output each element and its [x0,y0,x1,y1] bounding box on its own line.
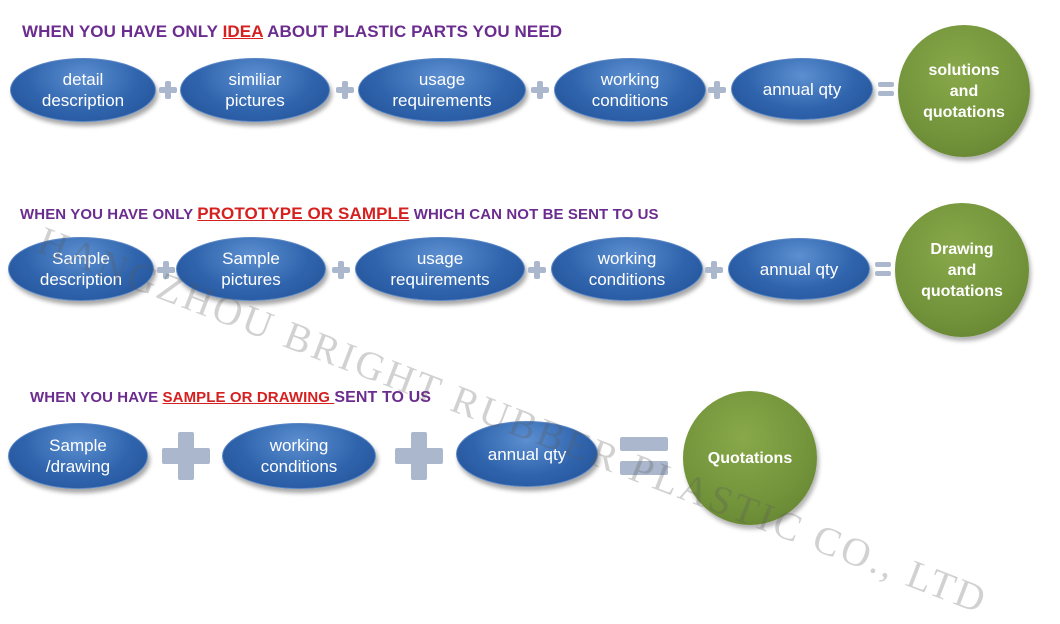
equals-icon [875,262,891,276]
sample-description-node: Sample description [8,237,154,301]
annual-qty-node: annual qty [728,238,870,300]
usage-requirements-node: usage requirements [355,237,525,301]
plus-icon [705,261,723,279]
usage-requirements-node: usage requirements [358,58,526,122]
solutions-quotations-result: solutions and quotations [898,25,1030,157]
plus-icon [336,81,354,99]
plus-icon [332,261,350,279]
working-conditions-node: working conditions [554,58,706,122]
quotations-result: Quotations [683,391,817,525]
annual-qty-node: annual qty [456,421,598,487]
detail-description-node: detail description [10,58,156,122]
section-1-heading: WHEN YOU HAVE ONLY IDEA ABOUT PLASTIC PA… [22,22,563,41]
equals-icon [620,437,668,475]
working-conditions-node: working conditions [222,423,376,489]
plus-icon [162,432,210,480]
drawing-quotations-result: Drawing and quotations [895,203,1029,337]
sample-drawing-node: Sample /drawing [8,423,148,489]
plus-icon [708,81,726,99]
plus-icon [528,261,546,279]
similar-pictures-node: similiar pictures [180,58,330,122]
equals-icon [878,82,894,96]
plus-icon [159,81,177,99]
sample-pictures-node: Sample pictures [176,237,326,301]
annual-qty-node: annual qty [731,58,873,120]
section-3-heading: WHEN YOU HAVE SAMPLE OR DRAWING SENT TO … [30,389,432,406]
plus-icon [531,81,549,99]
plus-icon [157,261,175,279]
working-conditions-node: working conditions [551,237,703,301]
plus-icon [395,432,443,480]
section-2-heading: WHEN YOU HAVE ONLY PROTOTYPE OR SAMPLE W… [20,204,659,223]
